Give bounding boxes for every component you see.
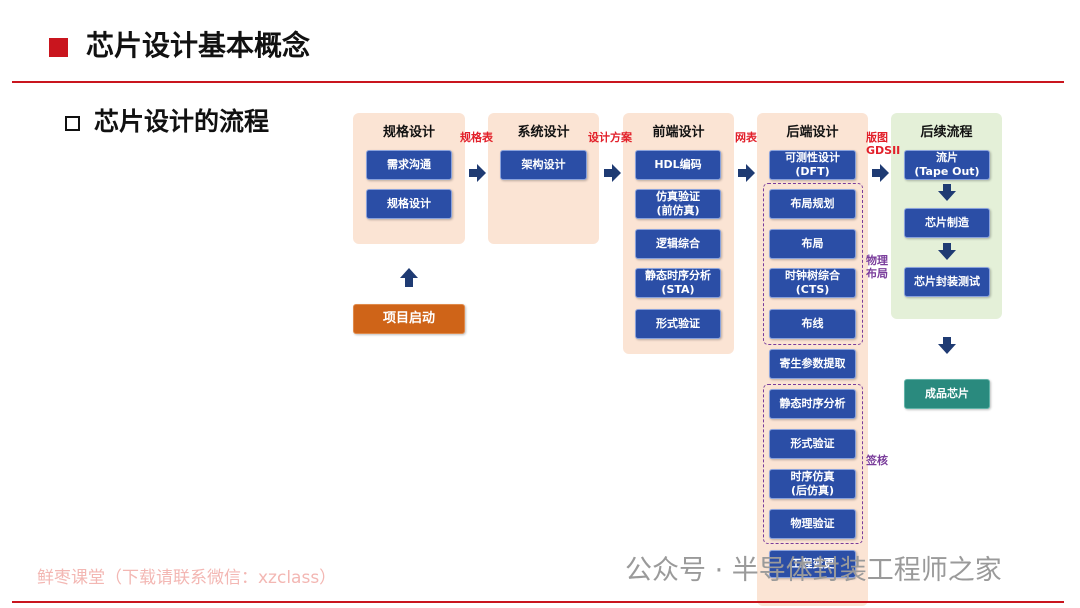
title-divider xyxy=(12,81,1064,83)
box-pre-simulation: 仿真验证 (前仿真) xyxy=(635,189,721,219)
box-physical-verification: 物理验证 xyxy=(769,509,856,539)
box-floorplan: 布局规划 xyxy=(769,189,856,219)
box-hdl-coding: HDL编码 xyxy=(635,150,721,180)
box-logic-synthesis: 逻辑综合 xyxy=(635,229,721,259)
box-placement: 布局 xyxy=(769,229,856,259)
group-label-signoff: 签核 xyxy=(866,454,888,467)
box-requirements: 需求沟通 xyxy=(366,150,452,180)
label-design-plan: 设计方案 xyxy=(588,131,632,144)
box-sta-front: 静态时序分析 (STA) xyxy=(635,268,721,298)
watermark-right: 公众号 · 半导体封装工程师之家 xyxy=(625,555,1002,586)
label-spec-sheet: 规格表 xyxy=(460,131,493,144)
bullet-square xyxy=(65,116,80,131)
box-architecture: 架构设计 xyxy=(500,150,587,180)
group-physical-layout xyxy=(763,183,863,345)
arrow-frontend-to-backend xyxy=(738,164,755,182)
box-formal-verification-front: 形式验证 xyxy=(635,309,721,339)
label-netlist: 网表 xyxy=(735,131,757,144)
stage-system-title: 系统设计 xyxy=(517,125,570,140)
stage-spec-title: 规格设计 xyxy=(382,125,435,140)
finished-chip-box: 成品芯片 xyxy=(904,379,990,409)
arrow-backend-to-post xyxy=(872,164,889,182)
box-parasitic-extraction: 寄生参数提取 xyxy=(769,349,856,379)
title-marker xyxy=(49,38,68,57)
group-signoff xyxy=(763,384,863,544)
watermark-left: 鲜枣课堂（下载请联系微信：xzclass） xyxy=(37,568,337,588)
box-post-simulation: 时序仿真 (后仿真) xyxy=(769,469,856,499)
box-fabrication: 芯片制造 xyxy=(904,208,990,238)
group-label-physical-layout: 物理 布局 xyxy=(866,254,888,280)
arrow-tapeout-down xyxy=(938,184,956,201)
section-subtitle: 芯片设计的流程 xyxy=(94,107,270,136)
page-title: 芯片设计基本概念 xyxy=(86,29,311,62)
box-spec-design: 规格设计 xyxy=(366,189,452,219)
arrow-post-down xyxy=(938,337,956,354)
box-eco: 工程变更 xyxy=(769,550,856,578)
box-tape-out: 流片 (Tape Out) xyxy=(904,150,990,180)
arrow-system-to-frontend xyxy=(604,164,621,182)
box-dft: 可测性设计 (DFT) xyxy=(769,150,856,180)
box-sta-back: 静态时序分析 xyxy=(769,389,856,419)
stage-post-title: 后续流程 xyxy=(920,125,973,140)
label-gdsii: 版图 GDSII xyxy=(866,131,901,157)
stage-backend-title: 后端设计 xyxy=(786,125,839,140)
arrow-fab-down xyxy=(938,243,956,260)
box-formal-verification-back: 形式验证 xyxy=(769,429,856,459)
arrow-spec-to-system xyxy=(469,164,486,182)
box-routing: 布线 xyxy=(769,309,856,339)
stage-frontend-title: 前端设计 xyxy=(652,125,705,140)
bottom-divider xyxy=(12,601,1064,603)
project-start-box: 项目启动 xyxy=(353,304,465,334)
arrow-start-up xyxy=(400,268,418,287)
box-packaging-test: 芯片封装测试 xyxy=(904,267,990,297)
box-cts: 时钟树综合 (CTS) xyxy=(769,268,856,298)
